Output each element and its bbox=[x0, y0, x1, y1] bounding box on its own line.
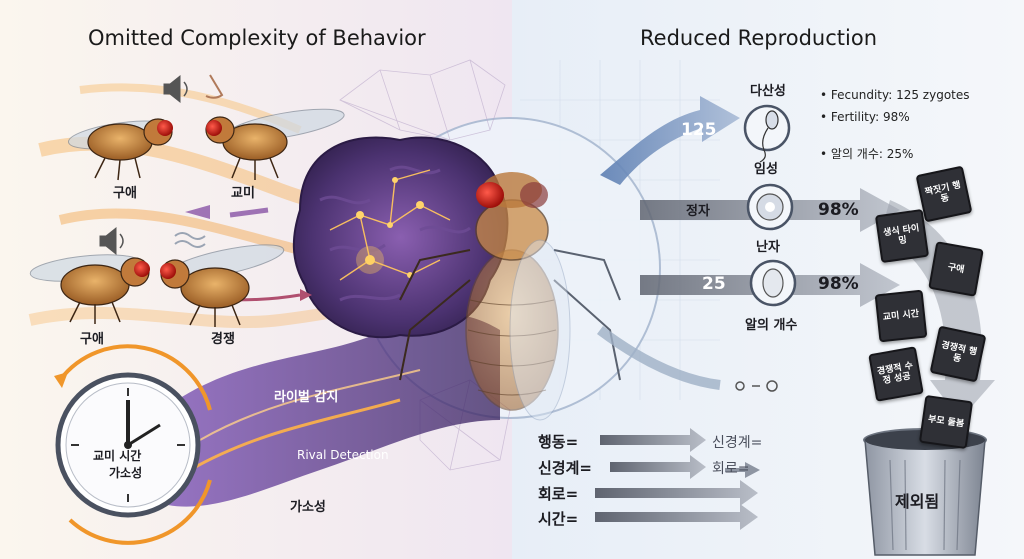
egg-icon bbox=[746, 183, 794, 231]
clock-label-line1: 교미 시간 bbox=[93, 449, 142, 463]
right-title: Reduced Reproduction bbox=[640, 26, 878, 50]
excluded-label: 제외됨 bbox=[895, 492, 940, 511]
equation-nervous-system: 신경계= bbox=[538, 459, 592, 477]
fly-icon bbox=[29, 254, 150, 324]
bullet-fertility: • Fertility: 98% bbox=[820, 110, 910, 124]
egg-icon bbox=[749, 259, 797, 307]
chip-reproductive-timing: 생식 타이밍 bbox=[874, 208, 930, 264]
fly-icon bbox=[67, 118, 173, 181]
chip-courtship: 구애 bbox=[928, 241, 984, 297]
clock-icon bbox=[54, 344, 212, 545]
competition-label: 경쟁 bbox=[211, 332, 235, 347]
fly-icon bbox=[399, 172, 621, 421]
bullet-fecundity: • Fecundity: 125 zygotes bbox=[820, 88, 970, 102]
rival-label: Rival Detection bbox=[297, 448, 389, 462]
clock-label-line2: 가소성 bbox=[109, 466, 143, 480]
rival-detection-ko-label: 라이벌 감지 bbox=[274, 390, 339, 405]
chip-competitive-fertilization-success: 경쟁적 수정 성공 bbox=[868, 346, 924, 402]
plasticity-label: 가소성 bbox=[290, 500, 326, 515]
egg-label: 난자 bbox=[756, 240, 780, 255]
equation-right-circuit: 회로= bbox=[712, 461, 750, 477]
nose-icon bbox=[205, 74, 224, 99]
bullet-egg-count: • 알의 개수: 25% bbox=[820, 147, 914, 161]
fly-icon bbox=[205, 108, 345, 180]
equation-right-nervous-system: 신경계= bbox=[712, 435, 763, 451]
chip-mating-time: 교미 시간 bbox=[874, 289, 928, 343]
equation-circuit: 회로= bbox=[538, 485, 579, 503]
sperm-label: 정자 bbox=[686, 204, 710, 219]
sperm-icon bbox=[743, 104, 791, 163]
equation-behavior: 행동= bbox=[538, 433, 579, 451]
fecundity-ko-label: 다산성 bbox=[750, 84, 786, 99]
courtship-label-top: 구애 bbox=[113, 186, 137, 201]
left-title: Omitted Complexity of Behavior bbox=[88, 26, 426, 50]
mating-label: 교미 bbox=[231, 186, 255, 201]
arrow-percent-bottom: 98% bbox=[818, 274, 859, 294]
equation-time: 시간= bbox=[538, 510, 579, 528]
chip-mating-behavior: 짝짓기 행동 bbox=[915, 165, 973, 223]
fertility-ko-label: 임성 bbox=[754, 162, 778, 177]
speaker-icon bbox=[99, 226, 124, 256]
arrow-percent-middle: 98% bbox=[818, 200, 859, 220]
arrow-number-bottom: 25 bbox=[702, 274, 726, 294]
fly-icon bbox=[160, 244, 285, 327]
bullet-fecundity-text: Fecundity: 125 zygotes bbox=[830, 88, 970, 102]
bullet-egg-count-text: 알의 개수: 25% bbox=[830, 147, 914, 161]
egg-count-label: 알의 개수 bbox=[745, 318, 798, 333]
bullet-fertility-text: Fertility: 98% bbox=[830, 110, 910, 124]
courtship-label-bottom: 구애 bbox=[80, 332, 104, 347]
chip-parental-care: 부모 돌봄 bbox=[918, 394, 974, 450]
chip-competitive-behavior: 경쟁적 행동 bbox=[929, 325, 987, 383]
arrow-number-top: 125 bbox=[681, 120, 717, 140]
speaker-icon bbox=[163, 74, 188, 104]
